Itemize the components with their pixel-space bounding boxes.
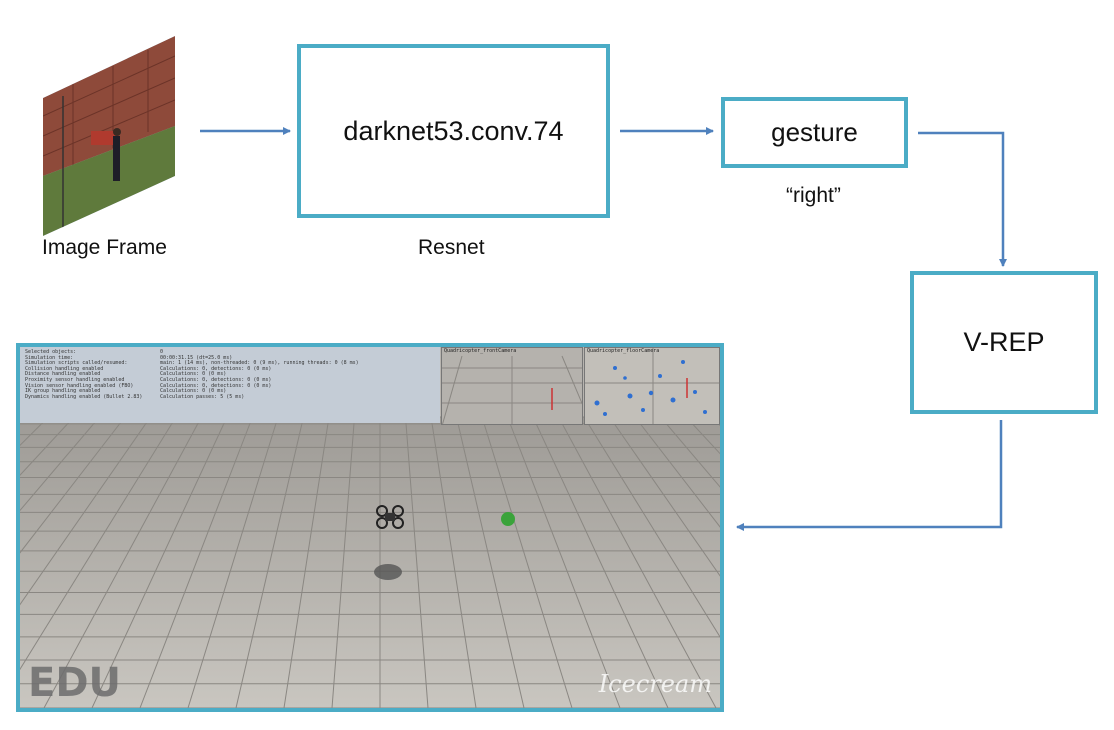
floor-grid-line [634, 416, 720, 528]
floor-grid-line [481, 416, 573, 708]
watermark-logo: Icecream [598, 670, 712, 698]
darknet-box: darknet53.conv.74 [297, 44, 610, 218]
info-line: Dynamics handling enabled (Bullet 2.83) [25, 393, 143, 400]
floor-grid-line [507, 416, 621, 708]
info-labels: Selected objects: Simulation time: Simul… [25, 349, 435, 400]
info-value: Calculations: 0, detections: 0 (0 ms) [160, 376, 272, 383]
floor-grid-line [609, 416, 720, 577]
floor-grid-line [20, 416, 177, 671]
front-camera-floor [442, 355, 582, 424]
floor-grid-line [20, 416, 151, 606]
info-values: 0 00:00:31.15 (dt=25.0 ms) main: 1 (14 m… [160, 349, 359, 400]
floor-grid-line [187, 416, 279, 708]
arrow-vrep-to-simulation [736, 420, 1003, 531]
floor-grid-line [430, 416, 477, 708]
info-value: 0 [160, 349, 164, 355]
simulation-info-panel: Selected objects: Simulation time: Simul… [20, 347, 440, 423]
tiled-floor [20, 416, 720, 708]
front-camera-view: Quadricopter_frontCamera [441, 347, 583, 425]
info-line: IK group handling enabled [25, 388, 101, 395]
floor-grid-line [558, 416, 717, 708]
info-line: Vision sensor handling enabled (FBO) [25, 382, 134, 389]
floor-grid-line [20, 416, 75, 476]
info-value: Calculations: 0, detections: 0 (0 ms) [160, 382, 272, 389]
floor-camera-points [585, 348, 719, 424]
darknet-box-label: darknet53.conv.74 [343, 115, 564, 146]
floor-grid-line [405, 416, 429, 708]
info-line: Collision handling enabled [25, 365, 104, 372]
image-frame-label: Image Frame [42, 236, 167, 259]
info-value: 00:00:31.15 (dt=25.0 ms) [160, 354, 233, 361]
info-line: Simulation time: [25, 354, 74, 361]
info-line: Simulation scripts called/resumed: [25, 360, 128, 367]
vrep-box: V-REP [910, 271, 1098, 414]
info-value: Calculations: 0, detections: 0 (0 ms) [160, 365, 272, 372]
floor-grid-line [91, 416, 228, 708]
floor-grid-line [456, 416, 525, 708]
floor-camera-title: Quadricopter_floorCamera [587, 348, 660, 354]
arrow-gesture-to-vrep [918, 131, 1007, 267]
quadcopter [376, 505, 404, 529]
info-line: Distance handling enabled [25, 371, 101, 378]
target-sphere [501, 512, 515, 526]
floor-grid-line [43, 416, 202, 708]
edu-logo: EDU [28, 660, 122, 706]
info-value: Calculations: 0 (0 ms) [160, 371, 227, 378]
simulation-screenshot: Selected objects: Simulation time: Simul… [16, 343, 724, 712]
front-camera-title: Quadricopter_frontCamera [444, 348, 517, 354]
floor-grid-line [139, 416, 253, 708]
floor-grid-line [660, 416, 720, 488]
floor-grid-line [20, 416, 126, 554]
vrep-box-label: V-REP [963, 327, 1045, 357]
info-line: Proximity sensor handling enabled [25, 376, 125, 383]
floor-grid-line [20, 416, 100, 512]
floor-grid-line [532, 416, 669, 708]
info-value: main: 1 (14 ms), non-threaded: 0 (9 ms),… [160, 360, 359, 367]
gesture-box-label: gesture [771, 117, 858, 147]
gesture-box: gesture [721, 97, 908, 168]
gesture-output-label: “right” [786, 184, 841, 207]
info-line: Selected objects: [25, 349, 77, 355]
floor-camera-view: Quadricopter_floorCamera [584, 347, 720, 425]
info-value: Calculations: 0 (0 ms) [160, 388, 227, 395]
info-value: Calculation passes: 5 (5 ms) [160, 393, 245, 400]
floor-grid-line [331, 416, 355, 708]
floor-grid-line [235, 416, 304, 708]
image-frame-thumbnail [43, 36, 175, 236]
floor-grid-line [583, 416, 720, 638]
floor-grid-line [283, 416, 330, 708]
resnet-label: Resnet [418, 236, 485, 259]
quadcopter-shadow [374, 564, 402, 580]
